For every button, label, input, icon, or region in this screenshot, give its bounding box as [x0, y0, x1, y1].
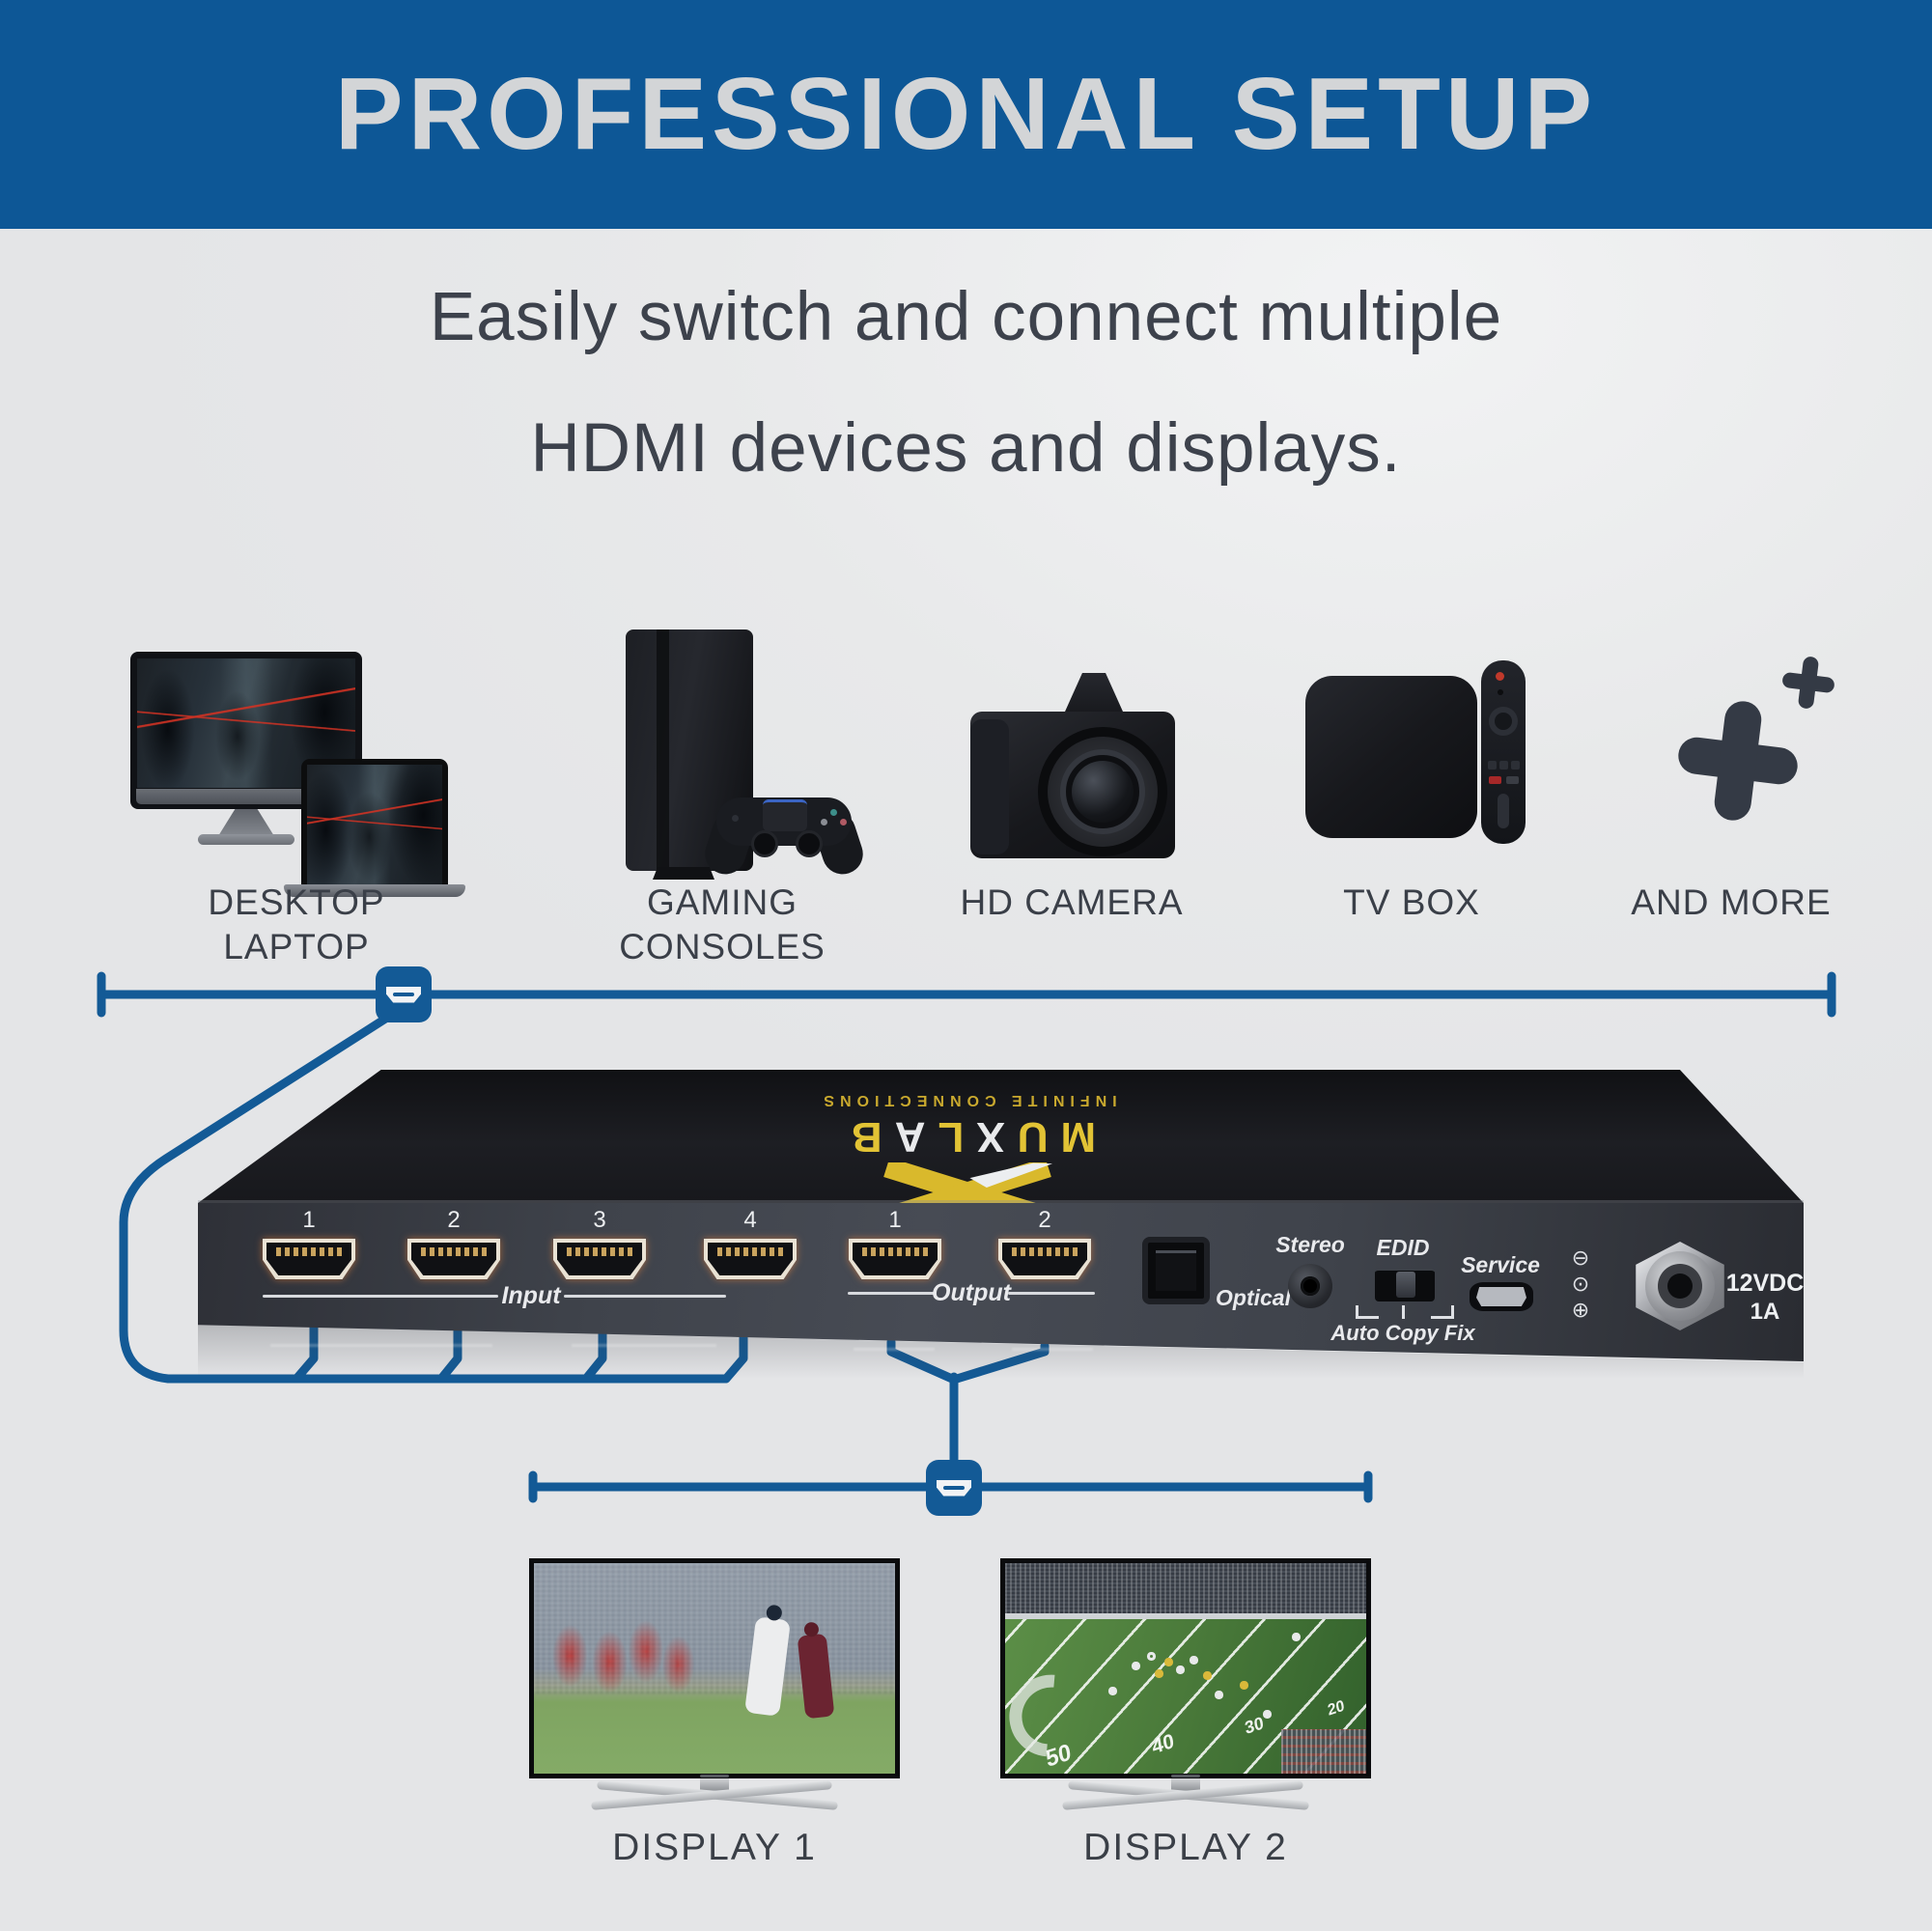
- tv-box-icon: [1305, 676, 1477, 838]
- monitor-base: [198, 834, 294, 845]
- headline-line-2: HDMI devices and displays.: [530, 410, 1402, 487]
- hdmi-port-input-4: [704, 1239, 797, 1279]
- output-group-label: Output: [932, 1279, 1011, 1306]
- power-current: 1A: [1750, 1299, 1780, 1325]
- output-line-2: [952, 1341, 1050, 1384]
- brand-name: MUXLAB: [838, 1113, 1097, 1161]
- hdmi-port-output-2: [998, 1239, 1091, 1279]
- port-number: 1: [888, 1207, 902, 1233]
- optical-port: [1142, 1237, 1210, 1304]
- service-usb-port: [1470, 1282, 1533, 1311]
- power-voltage: 12VDC: [1725, 1270, 1805, 1297]
- tv-stand: [1171, 1778, 1200, 1791]
- source-hd-camera: [970, 671, 1183, 874]
- hdmi-port-output-1: [849, 1239, 941, 1279]
- source-label: TV BOX: [1343, 882, 1480, 922]
- hdmi-port-input-2: [407, 1239, 500, 1279]
- display-1: [529, 1558, 900, 1778]
- brand-tagline: INFINITE CONNECTIONS: [818, 1092, 1117, 1108]
- port-number: 2: [447, 1207, 461, 1233]
- hdmi-node-bottom: [926, 1460, 982, 1516]
- laptop-screen: [307, 765, 442, 884]
- stereo-label: Stereo: [1275, 1232, 1345, 1257]
- port-number: 3: [593, 1207, 606, 1233]
- hdmi-port-input-3: [553, 1239, 646, 1279]
- tv-screen: [534, 1563, 895, 1774]
- remote-icon: [1481, 660, 1526, 844]
- gamepad-icon: [699, 790, 869, 881]
- polarity-icon: ⊖⊙⊕: [1571, 1246, 1590, 1323]
- banner: PROFESSIONAL SETUP: [0, 0, 1932, 229]
- edid-label: EDID: [1376, 1235, 1430, 1260]
- display-2: 50 40 30 20: [1000, 1558, 1371, 1778]
- hdmi-node-top: [376, 966, 432, 1022]
- port-number: 4: [743, 1207, 757, 1233]
- edid-modes: Auto Copy Fix: [1330, 1321, 1475, 1345]
- optical-label: Optical: [1216, 1285, 1291, 1310]
- source-label: AND MORE: [1631, 882, 1832, 922]
- hdmi-port-input-1: [263, 1239, 355, 1279]
- tv-screen: 50 40 30 20: [1005, 1563, 1366, 1774]
- tv-stand: [700, 1778, 729, 1791]
- edid-switch-knob: [1396, 1272, 1415, 1298]
- output-line-1: [886, 1337, 957, 1384]
- hdmi-plug-icon: [386, 986, 421, 1003]
- source-label: HD CAMERA: [960, 882, 1184, 922]
- banner-title: PROFESSIONAL SETUP: [334, 57, 1598, 171]
- plus-small-icon: [1779, 654, 1837, 712]
- plus-icon: [1671, 694, 1805, 827]
- port-number: 2: [1038, 1207, 1051, 1233]
- input-group-label: Input: [501, 1282, 561, 1309]
- headline-line-1: Easily switch and connect multiple: [429, 279, 1503, 355]
- laptop-icon: [301, 759, 448, 886]
- football-players: [1150, 1655, 1153, 1658]
- display-1-label: DISPLAY 1: [612, 1827, 817, 1868]
- port-number: 1: [302, 1207, 316, 1233]
- service-label: Service: [1461, 1252, 1540, 1277]
- hdmi-plug-icon: [937, 1479, 971, 1497]
- stereo-jack: [1288, 1264, 1332, 1308]
- display-2-label: DISPLAY 2: [1083, 1827, 1288, 1868]
- input-loop-line: [119, 1011, 731, 1384]
